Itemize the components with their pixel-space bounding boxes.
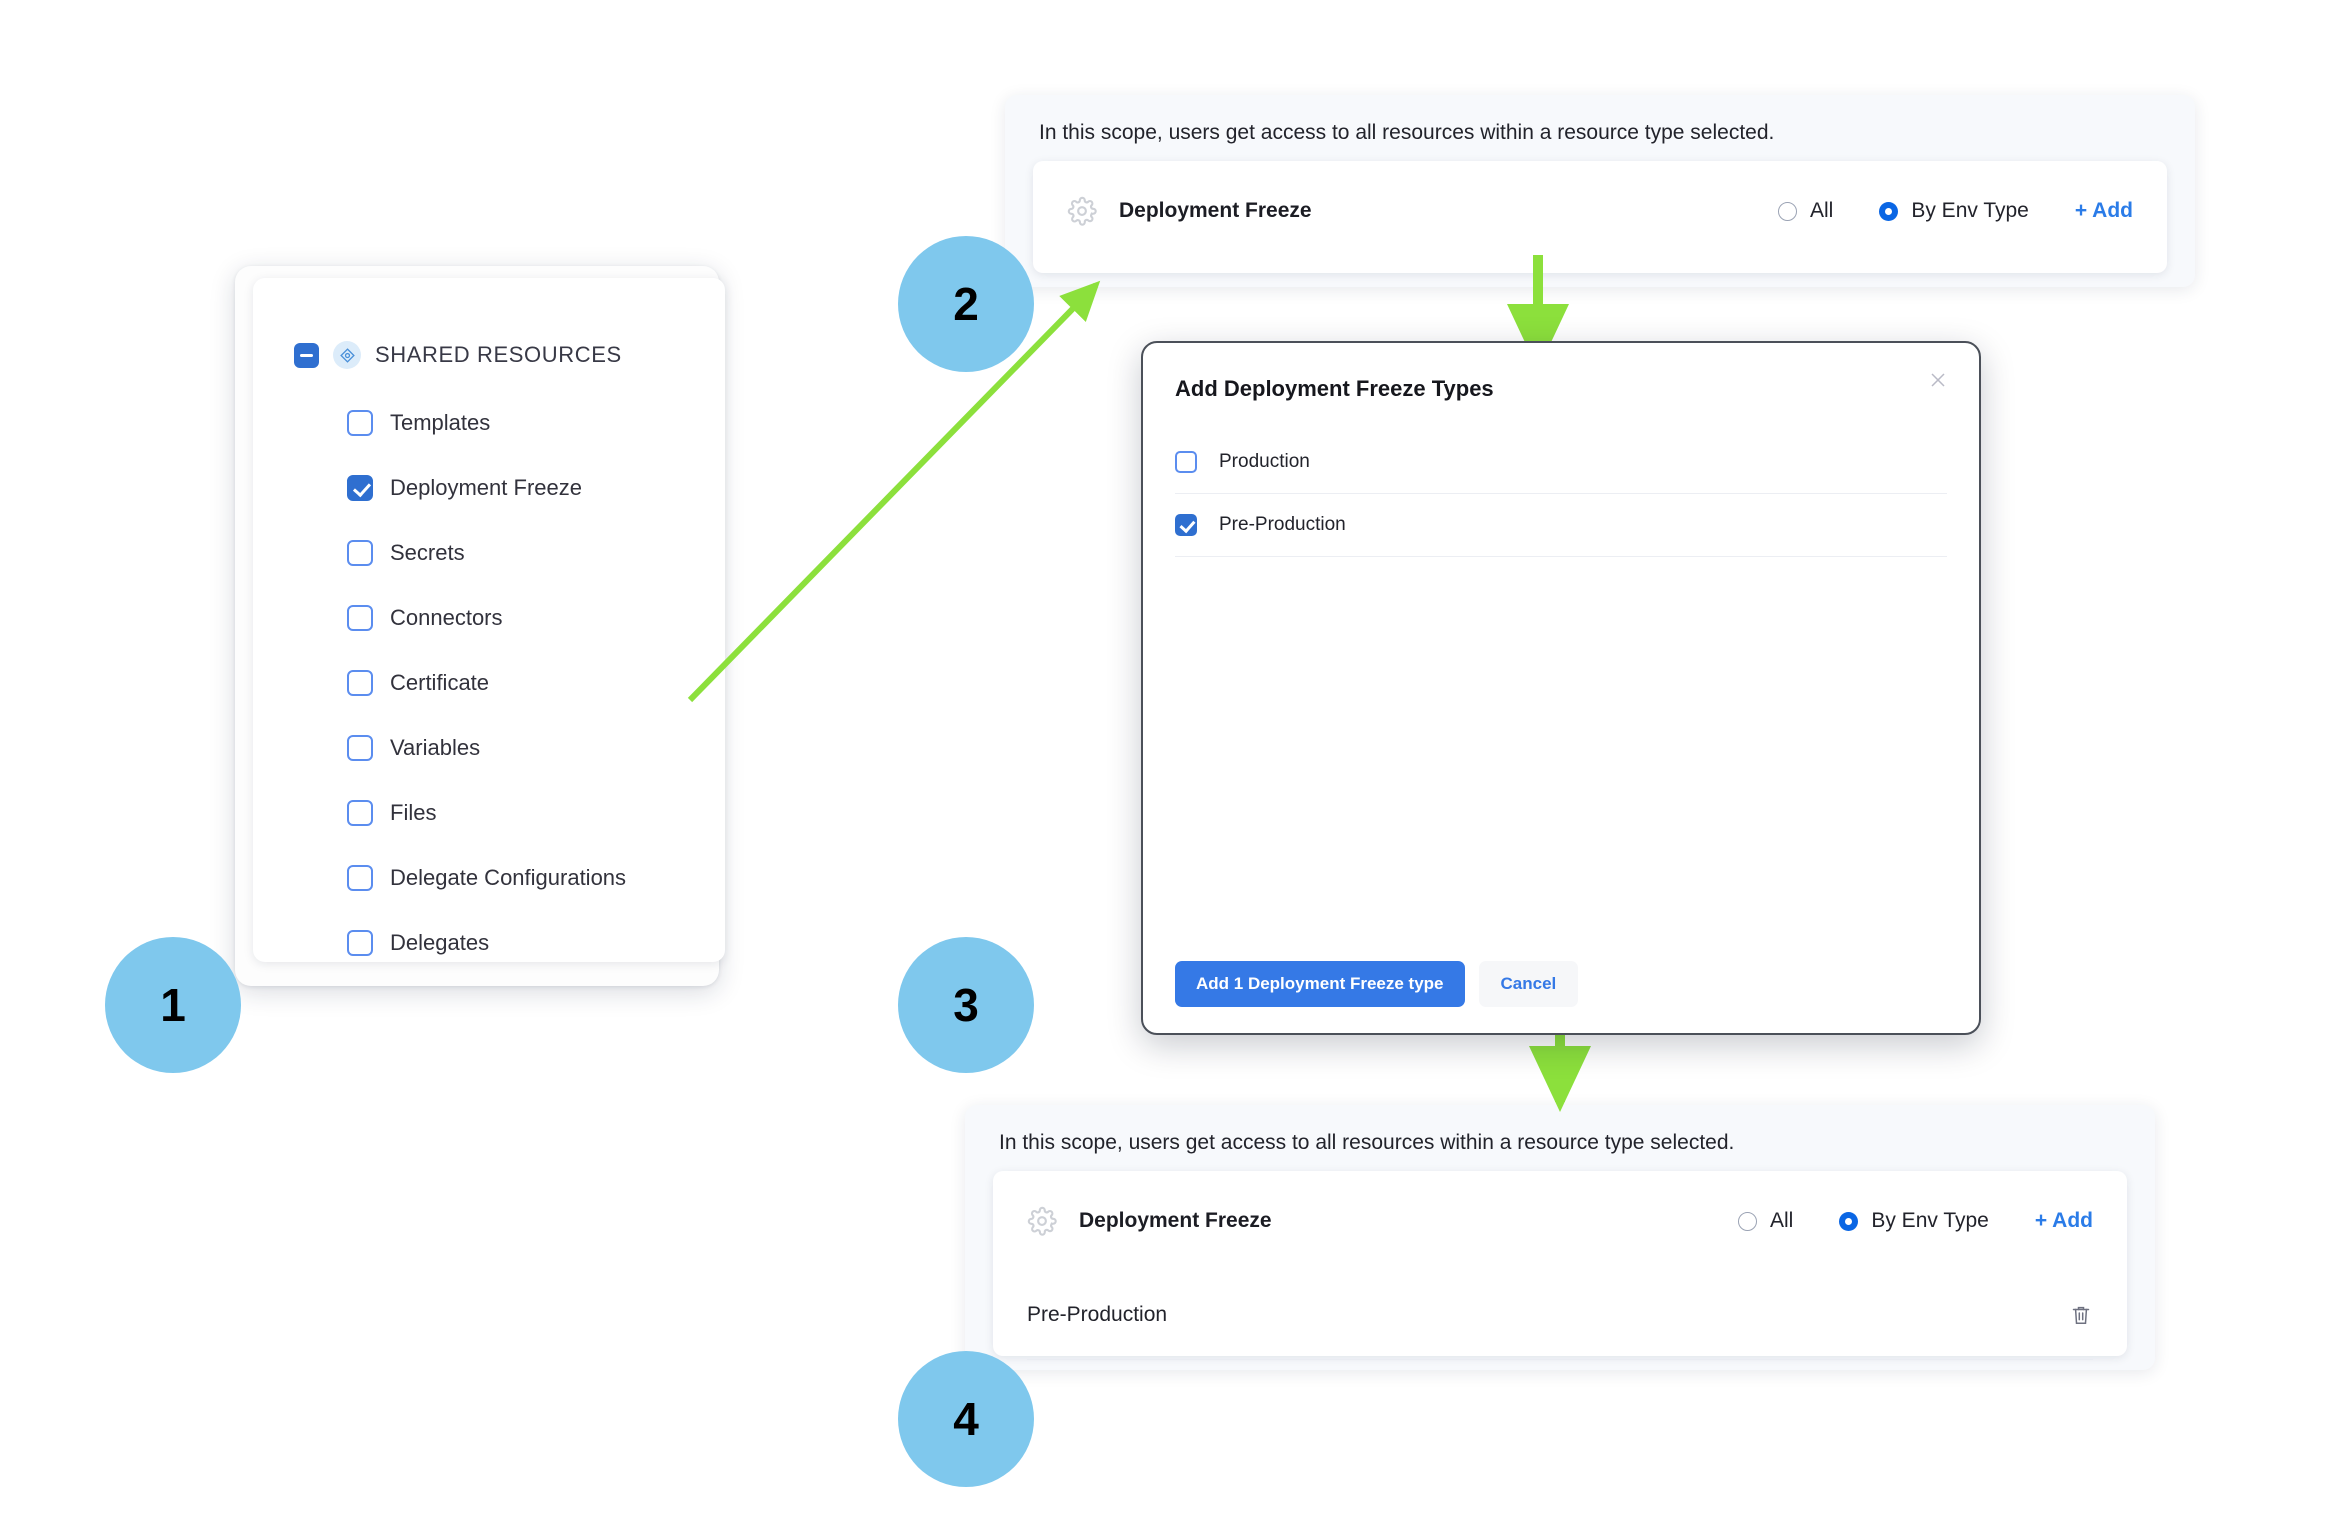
resource-label: Certificate	[390, 669, 490, 695]
resource-item-delegate-configurations[interactable]: Delegate Configurations	[253, 845, 725, 910]
modal-footer: Add 1 Deployment Freeze type Cancel	[1175, 961, 1579, 1007]
diamond-glyph	[339, 347, 355, 363]
arrow-step1-to-step2	[687, 280, 1101, 703]
add-button-top[interactable]: + Add	[2074, 199, 2133, 222]
scope-resource-row-bottom: Deployment Freeze All By Env Type + Add	[993, 1171, 2127, 1271]
modal-option-label: Pre-Production	[1219, 514, 1346, 535]
resource-label: Connectors	[390, 604, 503, 630]
resource-item-connectors[interactable]: Connectors	[253, 585, 725, 650]
minus-indeterminate-icon[interactable]	[294, 342, 319, 368]
checkbox-delegates[interactable]	[347, 929, 373, 956]
scope-controls-bottom: All By Env Type + Add	[1738, 1209, 2093, 1233]
resource-item-templates[interactable]: Templates	[253, 390, 725, 455]
scope-resource-name-bottom: Deployment Freeze	[1079, 1209, 1272, 1232]
radio-all-label: All	[1770, 1209, 1794, 1232]
radio-by-env-type-label: By Env Type	[1871, 1209, 1989, 1232]
resource-item-files[interactable]: Files	[253, 780, 725, 845]
close-icon[interactable]	[1923, 365, 1953, 395]
resource-label: Secrets	[390, 539, 465, 565]
selected-env-type-row: Pre-Production	[1027, 1271, 2093, 1360]
modal-option-label: Production	[1219, 451, 1310, 472]
resource-label: Deployment Freeze	[390, 474, 582, 500]
checkbox-variables[interactable]	[347, 734, 373, 761]
step-marker-4: 4	[898, 1351, 1034, 1487]
cancel-button[interactable]: Cancel	[1478, 961, 1579, 1007]
step-number: 2	[953, 278, 979, 330]
resource-item-delegates[interactable]: Delegates	[253, 910, 725, 975]
gear-glyph	[1067, 196, 1097, 226]
shared-resources-card: SHARED RESOURCES Templates Deployment Fr…	[235, 266, 725, 986]
radio-all-input[interactable]	[1778, 201, 1797, 221]
radio-by-env-type-input[interactable]	[1879, 201, 1899, 221]
add-button-bottom[interactable]: + Add	[2034, 1209, 2093, 1232]
delete-icon[interactable]	[2069, 1303, 2093, 1327]
resource-label: Delegate Configurations	[390, 864, 627, 890]
checkbox-production[interactable]	[1175, 451, 1197, 473]
step-marker-2: 2	[898, 236, 1034, 372]
resource-label: Templates	[390, 409, 491, 435]
checkbox-secrets[interactable]	[347, 539, 373, 566]
resource-item-certificate[interactable]: Certificate	[253, 650, 725, 715]
radio-all-input[interactable]	[1738, 1211, 1757, 1231]
radio-all-top[interactable]: All	[1778, 199, 1833, 223]
radio-by-env-type-label: By Env Type	[1911, 199, 2029, 222]
resource-label: Delegates	[390, 929, 490, 955]
step-number: 1	[160, 979, 186, 1031]
radio-by-env-type-top[interactable]: By Env Type	[1879, 199, 2029, 223]
scope-note-top: In this scope, users get access to all r…	[1039, 121, 1775, 144]
radio-by-env-type-bottom[interactable]: By Env Type	[1839, 1209, 1989, 1233]
shared-resources-header[interactable]: SHARED RESOURCES	[294, 341, 622, 369]
shared-resources-title: SHARED RESOURCES	[375, 342, 622, 367]
trash-glyph	[2072, 1306, 2090, 1325]
shared-resources-inner-panel: SHARED RESOURCES Templates Deployment Fr…	[253, 278, 725, 962]
resource-item-secrets[interactable]: Secrets	[253, 520, 725, 585]
checkbox-files[interactable]	[347, 799, 373, 826]
checkbox-deployment-freeze[interactable]	[347, 474, 373, 501]
modal-option-pre-production[interactable]: Pre-Production	[1175, 494, 1947, 557]
scope-resource-row-top: Deployment Freeze All By Env Type + Add	[1033, 161, 2167, 261]
modal-option-production[interactable]: Production	[1175, 431, 1947, 494]
scope-resource-name-top: Deployment Freeze	[1119, 199, 1312, 222]
scope-panel-top: In this scope, users get access to all r…	[1005, 95, 2195, 287]
radio-all-label: All	[1810, 199, 1834, 222]
scope-panel-bottom: In this scope, users get access to all r…	[965, 1105, 2155, 1370]
modal-title: Add Deployment Freeze Types	[1175, 376, 1494, 401]
radio-all-bottom[interactable]: All	[1738, 1209, 1793, 1233]
checkbox-connectors[interactable]	[347, 604, 373, 631]
modal-options-list: Production Pre-Production	[1175, 431, 1947, 557]
selected-env-type-value: Pre-Production	[1027, 1303, 1168, 1326]
scope-card-bottom: Deployment Freeze All By Env Type + Add …	[993, 1171, 2127, 1360]
checkbox-certificate[interactable]	[347, 669, 373, 696]
checkbox-templates[interactable]	[347, 409, 373, 436]
resource-item-variables[interactable]: Variables	[253, 715, 725, 780]
scope-card-top: Deployment Freeze All By Env Type + Add	[1033, 161, 2167, 273]
gear-icon	[1067, 196, 1097, 226]
gear-icon	[1027, 1206, 1057, 1236]
scope-controls-top: All By Env Type + Add	[1778, 199, 2133, 223]
checkbox-pre-production[interactable]	[1175, 514, 1197, 536]
add-deployment-freeze-types-modal: Add Deployment Freeze Types Production P…	[1141, 341, 1981, 1035]
add-deployment-freeze-type-button[interactable]: Add 1 Deployment Freeze type	[1175, 961, 1465, 1007]
step-number: 3	[953, 979, 979, 1031]
checkbox-delegate-configurations[interactable]	[347, 864, 373, 891]
scope-note-bottom: In this scope, users get access to all r…	[999, 1131, 1735, 1154]
resource-label: Variables	[390, 734, 481, 760]
resource-diamond-icon	[333, 341, 361, 369]
resource-label: Files	[390, 799, 437, 825]
shared-resources-list: Templates Deployment Freeze Secrets Conn…	[253, 390, 725, 975]
resource-item-deployment-freeze[interactable]: Deployment Freeze	[253, 455, 725, 520]
close-glyph	[1931, 373, 1945, 387]
step-number: 4	[953, 1393, 979, 1445]
step-marker-3: 3	[898, 937, 1034, 1073]
radio-by-env-type-input[interactable]	[1839, 1211, 1859, 1231]
gear-glyph	[1027, 1206, 1057, 1236]
step-marker-1: 1	[105, 937, 241, 1073]
